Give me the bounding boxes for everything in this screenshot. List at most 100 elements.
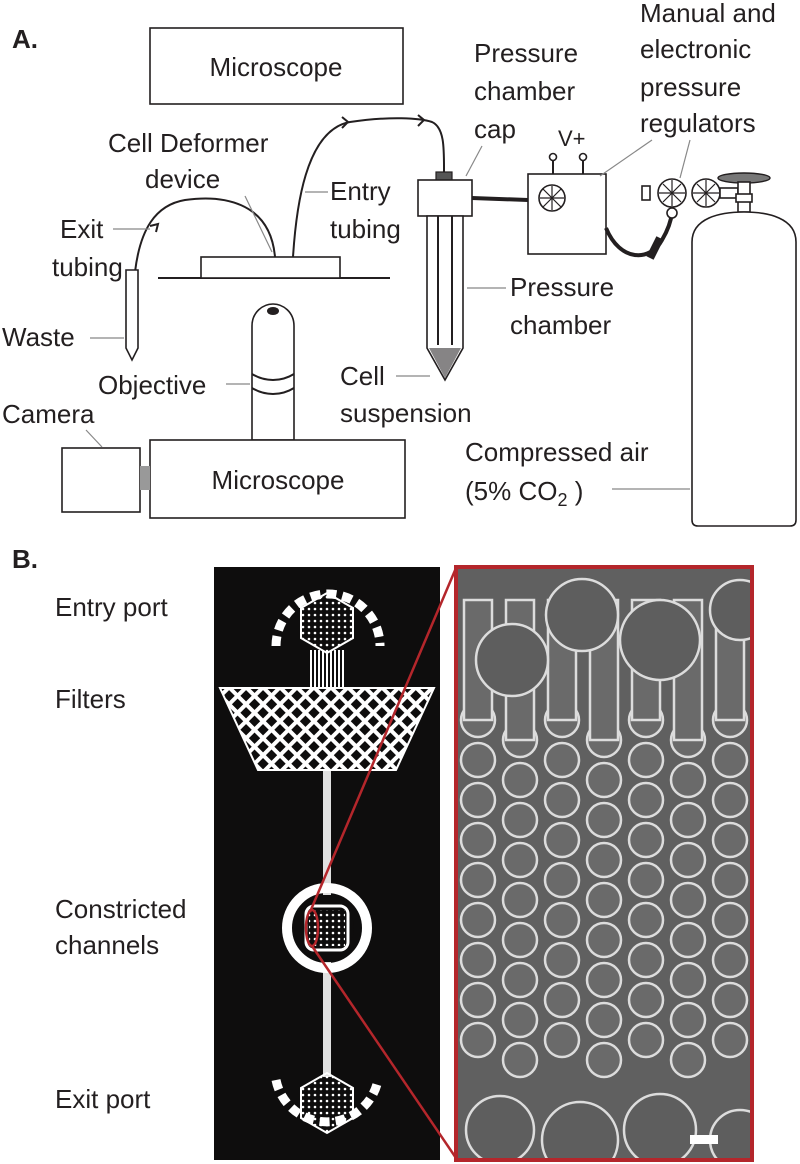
channel-bulb bbox=[585, 1041, 623, 1079]
entry-port-label: Entry port bbox=[55, 592, 168, 622]
compressed-air-label: Compressed air bbox=[465, 437, 649, 467]
camera-icon bbox=[61, 447, 141, 513]
pressure-chamber-cap-label-line1: Pressure bbox=[474, 38, 578, 68]
regulators-label-line3: pressure bbox=[640, 72, 741, 102]
pressure-chamber-cap bbox=[417, 179, 473, 217]
channel-bulb bbox=[459, 861, 497, 899]
exit-tubing-label-line1: Exit bbox=[60, 214, 104, 244]
channel-inlet-lobe bbox=[544, 577, 620, 653]
channel-bulb bbox=[543, 941, 581, 979]
channel-micrograph bbox=[456, 567, 752, 1160]
channel-bulb bbox=[501, 921, 539, 959]
pressure-chamber-label-line2: chamber bbox=[510, 310, 611, 340]
channel-bulb bbox=[669, 921, 707, 959]
channel-bulb bbox=[711, 861, 749, 899]
exit-port-icon bbox=[271, 1071, 383, 1135]
hose-regulator-to-tank bbox=[604, 211, 674, 258]
channel-bulb bbox=[627, 821, 665, 859]
zoom-frame bbox=[454, 565, 754, 1162]
channel-bulb bbox=[711, 821, 749, 859]
constricted-label-line2: channels bbox=[55, 930, 159, 960]
electronic-regulator-box bbox=[527, 173, 607, 255]
channel-outlet-lobe bbox=[464, 1094, 536, 1160]
objective-icon bbox=[251, 303, 295, 441]
panel-b-letter: B. bbox=[12, 544, 38, 574]
hose-cap-to-regulator bbox=[471, 196, 529, 202]
filter-array-icon bbox=[218, 687, 436, 771]
channel-bulb bbox=[711, 741, 749, 779]
entry-tubing-label-line1: Entry bbox=[330, 176, 391, 206]
entry-tubing-label-line2: tubing bbox=[330, 214, 401, 244]
channel-bulb bbox=[543, 781, 581, 819]
device-layout bbox=[214, 567, 440, 1160]
objective-lens bbox=[267, 307, 279, 315]
objective-label: Objective bbox=[98, 370, 206, 400]
channel-bulb bbox=[543, 861, 581, 899]
cell-deformer-label-line1: Cell Deformer bbox=[108, 128, 269, 158]
channel-bulb bbox=[501, 1001, 539, 1039]
pressure-gauge-icon bbox=[538, 184, 566, 212]
channel-bulb bbox=[459, 981, 497, 1019]
channel-bulb bbox=[501, 1041, 539, 1079]
channel-bulb bbox=[627, 861, 665, 899]
panel-a-letter: A. bbox=[12, 24, 38, 54]
scale-bar-icon bbox=[690, 1135, 718, 1144]
channel-outlet-lobe bbox=[540, 1100, 620, 1160]
exit-tubing-label-line2: tubing bbox=[52, 252, 123, 282]
channel-bulb bbox=[669, 1041, 707, 1079]
channel-bulb bbox=[501, 761, 539, 799]
channel-bulb bbox=[585, 1001, 623, 1039]
channel-bulb bbox=[585, 841, 623, 879]
pressure-chamber bbox=[426, 215, 464, 382]
channel-bulb bbox=[459, 901, 497, 939]
channel-inlet-lobe bbox=[708, 578, 752, 642]
channel-bulb bbox=[585, 921, 623, 959]
channel-bulb bbox=[585, 881, 623, 919]
cell-deformer-leader bbox=[244, 195, 273, 253]
cell-suspension-label-line2: suspension bbox=[340, 398, 472, 428]
cell-suspension-shade bbox=[429, 348, 461, 378]
channel-bulb bbox=[459, 1021, 497, 1059]
channel-bulb bbox=[669, 881, 707, 919]
regulators-label-line4: regulators bbox=[640, 108, 756, 138]
co2-subscript: 2 bbox=[557, 490, 567, 510]
zoom-line-bottom bbox=[310, 945, 458, 1159]
channel-bulb bbox=[627, 901, 665, 939]
channel-bulb bbox=[585, 761, 623, 799]
channel-bulb bbox=[459, 941, 497, 979]
channel-bulb bbox=[627, 941, 665, 979]
regulators-leader-manual bbox=[679, 139, 691, 179]
top-microscope-box bbox=[149, 27, 404, 105]
channel-inlet-lobe bbox=[618, 598, 702, 682]
regulators-leader-electronic bbox=[599, 139, 653, 177]
channel-inlet-lobe bbox=[474, 622, 550, 698]
channel-outlet-lobe bbox=[708, 1108, 752, 1160]
channel-outlet-lobe bbox=[622, 1092, 698, 1160]
channel-bulb bbox=[543, 741, 581, 779]
camera-label: Camera bbox=[2, 399, 95, 429]
channel-bulb bbox=[627, 781, 665, 819]
filters-label: Filters bbox=[55, 684, 126, 714]
bottom-microscope-box bbox=[149, 439, 406, 519]
waste-tube bbox=[125, 269, 139, 362]
channel-bulb bbox=[543, 821, 581, 859]
top-microscope-label: Microscope bbox=[210, 52, 343, 82]
channel-bulb bbox=[543, 1021, 581, 1059]
pressure-chamber-label-line1: Pressure bbox=[510, 272, 614, 302]
cell-deformer-label-line2: device bbox=[145, 164, 220, 194]
channel-bulb bbox=[669, 801, 707, 839]
channel-bulb bbox=[501, 801, 539, 839]
channel-bulb bbox=[711, 941, 749, 979]
channel-bulb bbox=[669, 761, 707, 799]
channel-bulb bbox=[669, 841, 707, 879]
channel-bulb bbox=[711, 981, 749, 1019]
cell-suspension-label-line1: Cell bbox=[340, 361, 385, 391]
pressure-chamber-cap-leader bbox=[465, 145, 483, 177]
entry-port-icon bbox=[271, 589, 385, 690]
pressure-chamber-cap-label-line2: chamber bbox=[474, 76, 575, 106]
channel-bulb bbox=[627, 741, 665, 779]
channel-bulb bbox=[585, 801, 623, 839]
terminal-right bbox=[578, 152, 588, 162]
channel-bulb bbox=[627, 981, 665, 1019]
exit-tubing bbox=[134, 197, 276, 273]
